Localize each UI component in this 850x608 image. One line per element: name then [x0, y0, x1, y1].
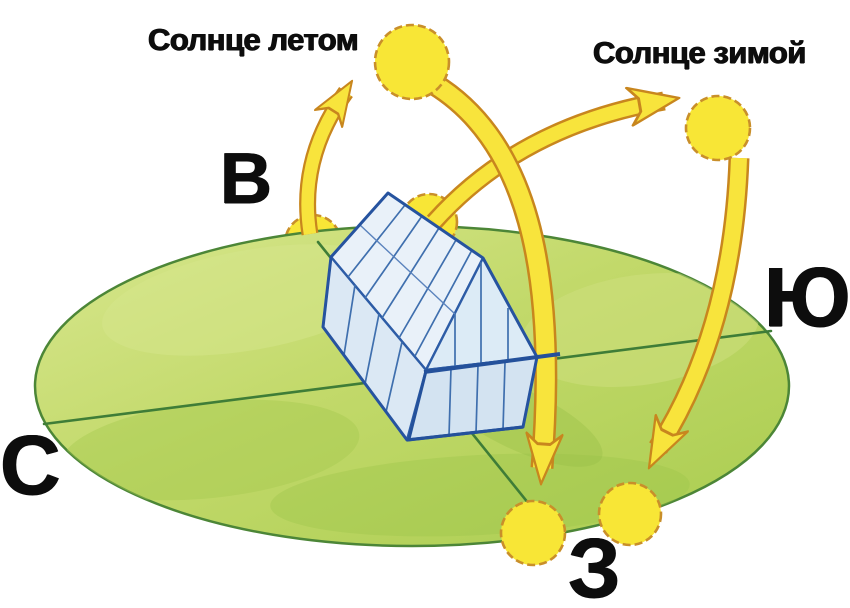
greenhouse-corner-post — [407, 370, 428, 440]
summer-arc-setting — [427, 74, 564, 486]
arrowhead-summer-rise — [314, 79, 354, 129]
greenhouse — [321, 191, 561, 442]
arrowhead-winter-set — [647, 413, 689, 470]
compass-south-label: Ю — [764, 250, 850, 344]
compass-west-label: З — [568, 521, 621, 608]
setting-sun-summer — [499, 499, 567, 567]
greenhouse-eave-beam — [423, 352, 561, 374]
setting-sun-winter — [597, 481, 663, 547]
summer-arc-rising — [299, 79, 354, 236]
winter-sun — [684, 94, 752, 162]
summer-sun — [373, 23, 451, 101]
greenhouse-outline — [321, 191, 539, 442]
compass-north-label: С — [0, 418, 61, 512]
winter-arc-setting — [647, 157, 750, 470]
arrowhead-summer-set — [525, 431, 564, 486]
arrowhead-winter-rise — [624, 86, 681, 127]
greenhouse-base-beam — [406, 425, 524, 442]
winter-arc-rising — [426, 86, 681, 229]
summer-sun-label: Солнце летом — [148, 22, 359, 57]
winter-sun-label: Солнце зимой — [593, 35, 806, 70]
compass-east-label: В — [220, 139, 272, 219]
